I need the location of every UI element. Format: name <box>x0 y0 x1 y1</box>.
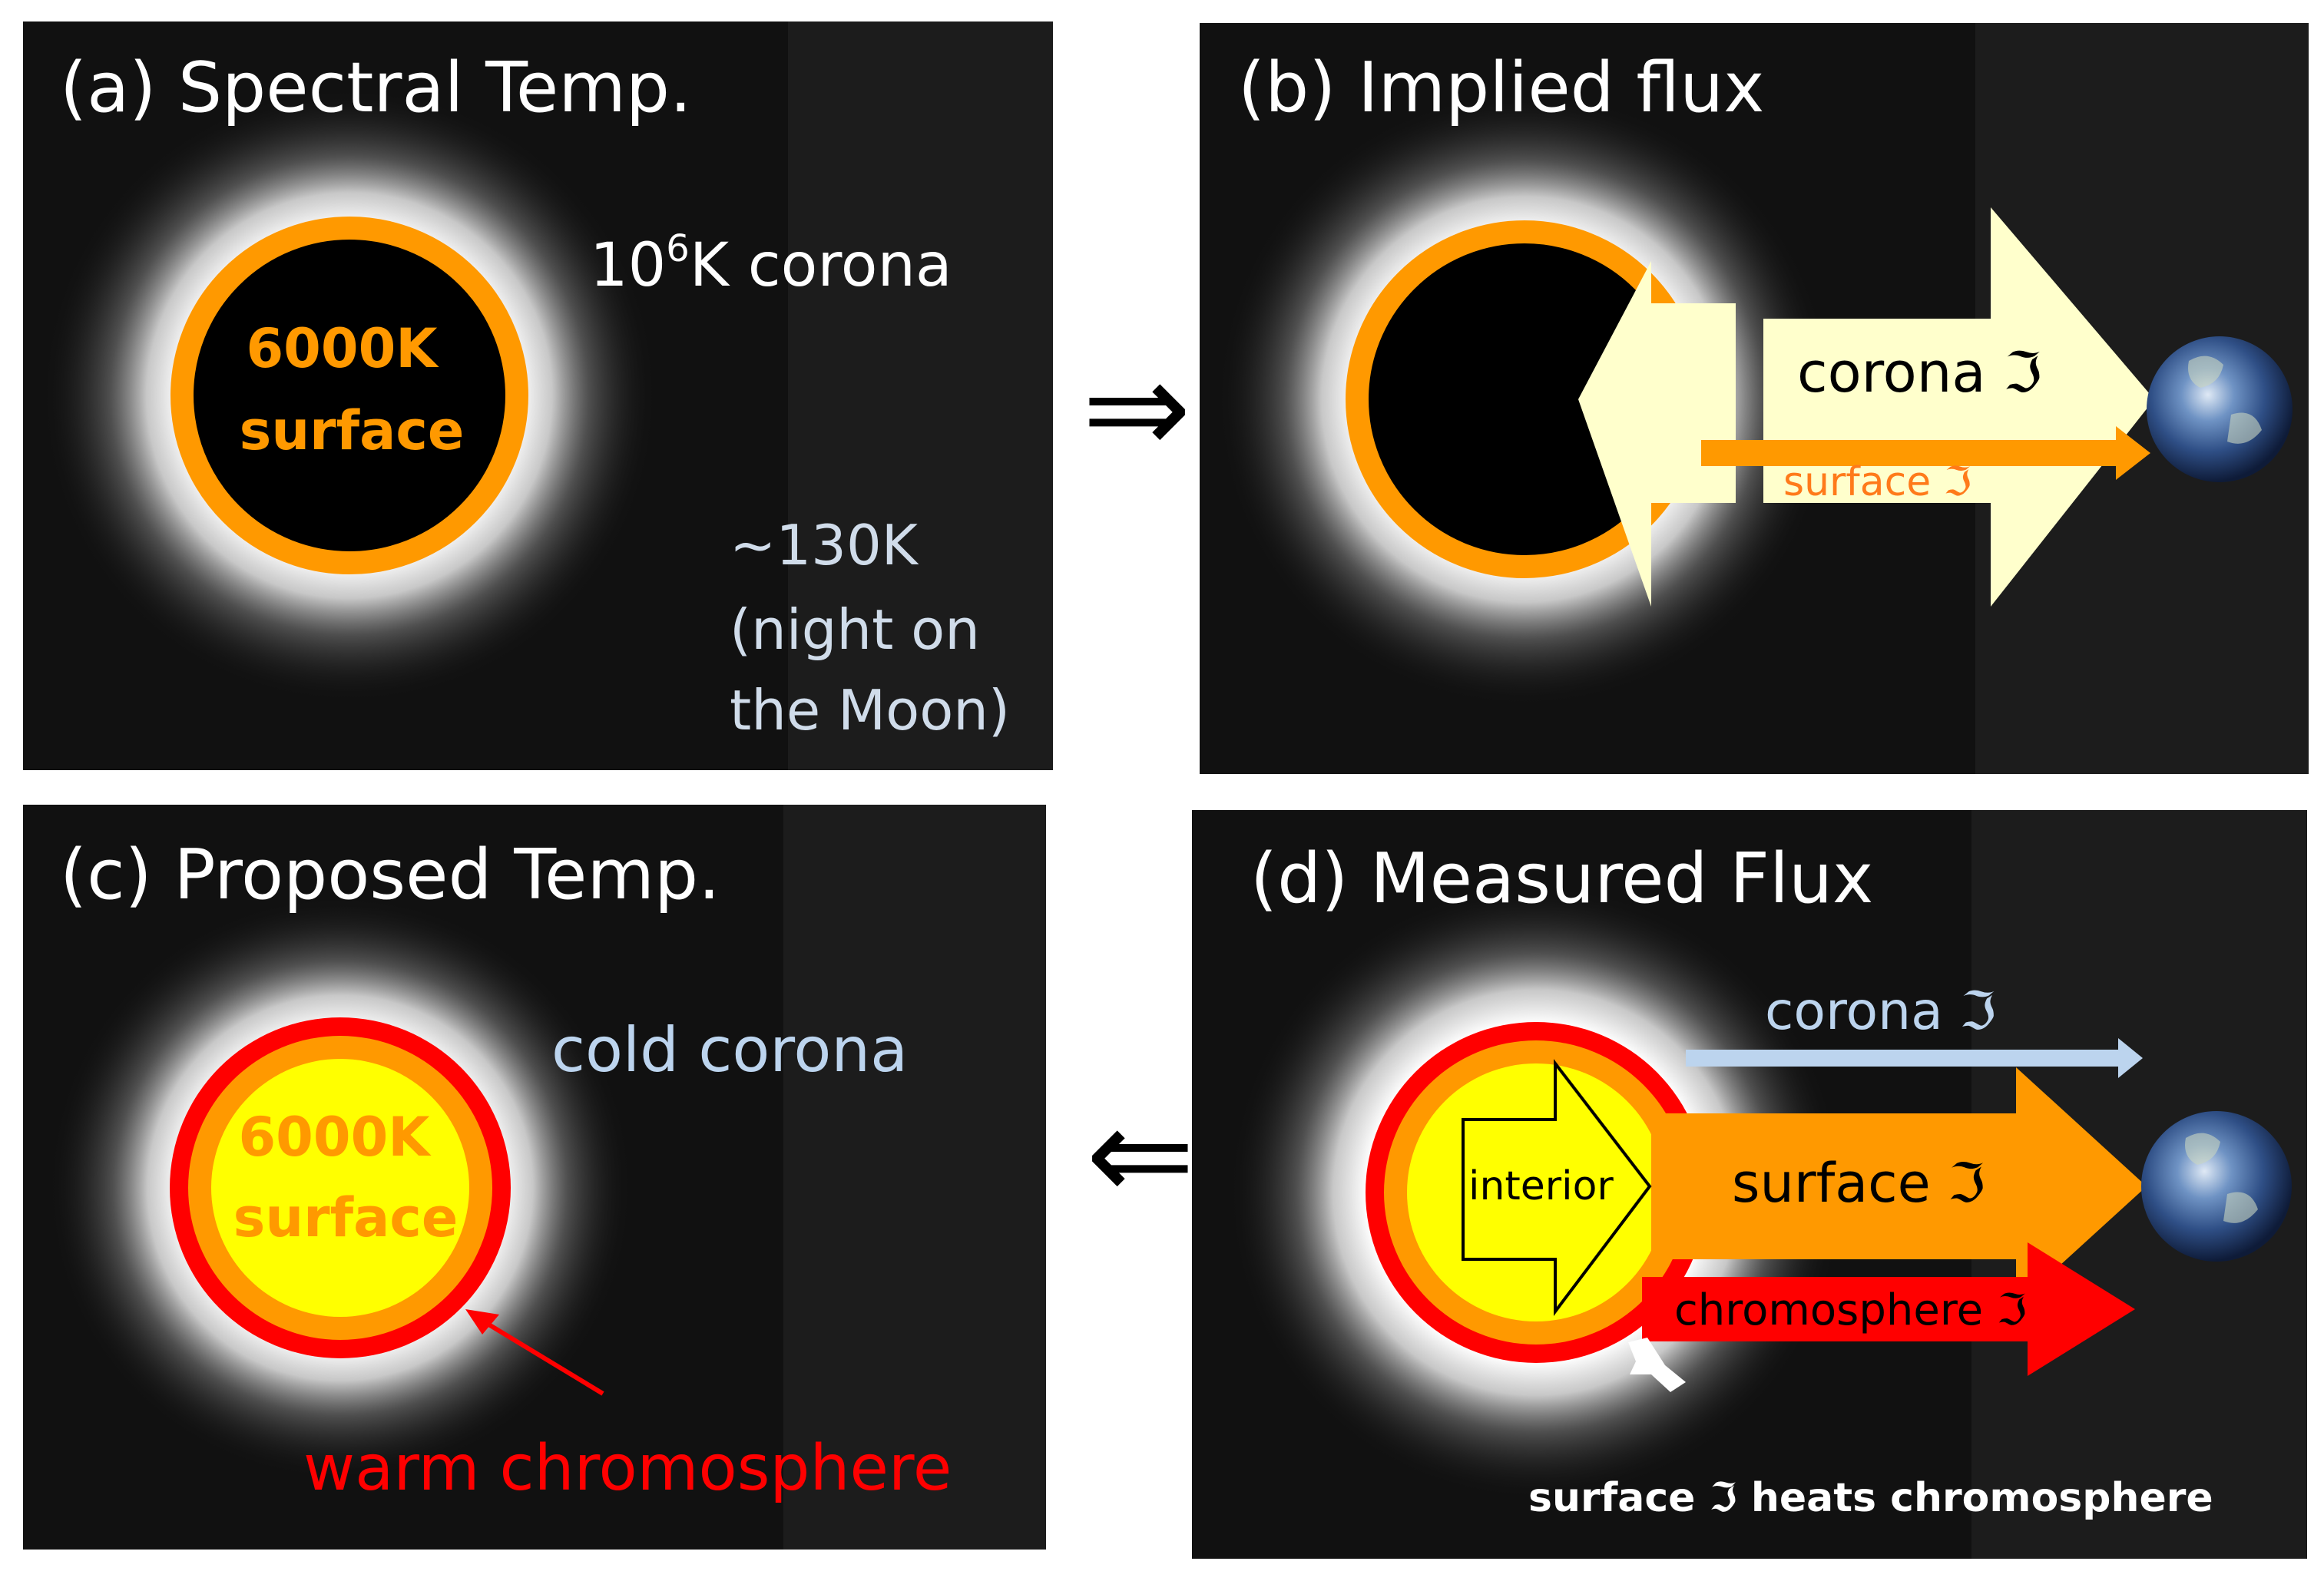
surface-flux-label: surface ℑ <box>1783 459 1971 505</box>
chromosphere-pointer-head <box>465 1309 499 1335</box>
interior-arrow <box>1462 1059 1652 1316</box>
panel-d-title: (d) Measured Flux <box>1250 838 1873 919</box>
moon-note-line2: the Moon) <box>730 678 1010 743</box>
corona-flux-arrow <box>1686 1038 2143 1078</box>
panel-b: (b) Implied flux corona ℑ surface ℑ <box>1200 23 2309 774</box>
corona-temp-unit: K corona <box>690 231 952 300</box>
warm-chromosphere-label: warm chromosphere <box>303 1432 952 1505</box>
corona-flux-label: corona ℑ <box>1797 340 2042 405</box>
earth-continents <box>2188 356 2262 444</box>
corona-backward-arrow <box>1578 261 1736 607</box>
corona-flux-arrow <box>1763 207 2154 607</box>
moon-note-line1: (night on <box>730 597 980 662</box>
surface-label: surface <box>233 1186 459 1249</box>
chromosphere-flux-arrow <box>1642 1242 2135 1376</box>
moon-temp-label: ~130K <box>730 513 919 577</box>
earth-icon <box>2147 336 2293 482</box>
panel-c-title: (c) Proposed Temp. <box>60 835 720 915</box>
chromosphere-pointer <box>475 1315 604 1396</box>
surface-flux-arrow <box>1651 1067 2147 1305</box>
corona-temp-exponent: 6 <box>666 227 690 270</box>
surface-flux-label: surface ℑ <box>1732 1152 1985 1215</box>
interior-label: interior <box>1468 1163 1614 1209</box>
panel-a-title: (a) Spectral Temp. <box>60 48 692 128</box>
cold-corona-label: cold corona <box>551 1014 908 1086</box>
panel-a: (a) Spectral Temp. 6000K surface 106K co… <box>23 21 1053 770</box>
earth-continents <box>2185 1133 2258 1223</box>
panel-c: (c) Proposed Temp. cold corona 6000K sur… <box>23 805 1046 1550</box>
surface-temp-label: 6000K <box>238 1106 432 1169</box>
heats-note-label: surface ℑ heats chromosphere <box>1528 1475 2213 1521</box>
sun-core <box>211 1059 469 1317</box>
corona-temp-base: 10 <box>590 231 666 300</box>
implies-right-arrow: ⇒ <box>1082 332 1191 485</box>
panel-d: (d) Measured Flux corona ℑ interior surf… <box>1192 810 2307 1559</box>
surface-label: surface <box>240 399 465 462</box>
earth-icon <box>2141 1111 2292 1262</box>
corona-temp-label: 106K corona <box>590 227 952 300</box>
surface-flux-arrow <box>1701 426 2150 480</box>
implies-left-arrow: ⇐ <box>1086 1079 1195 1231</box>
panel-b-title: (b) Implied flux <box>1238 48 1764 128</box>
chromosphere-flux-label: chromosphere ℑ <box>1674 1285 2027 1335</box>
surface-temp-label: 6000K <box>246 317 439 380</box>
heating-arrow-icon <box>1628 1338 1686 1392</box>
sun-disk <box>170 217 528 574</box>
corona-flux-label: corona ℑ <box>1765 981 1996 1042</box>
